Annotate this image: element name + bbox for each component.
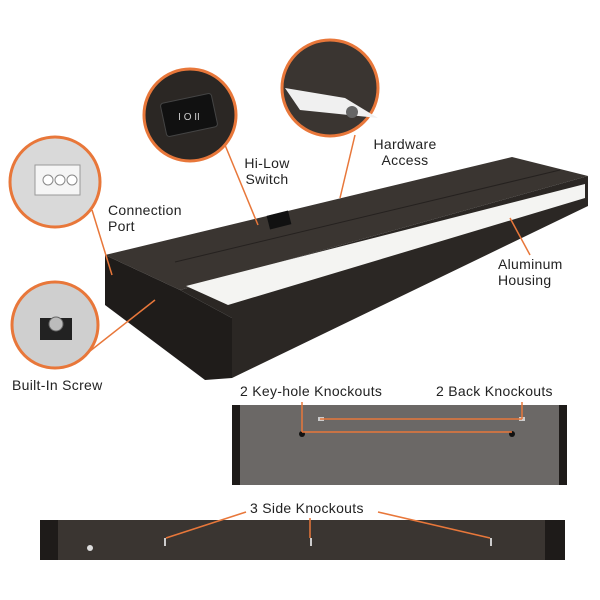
- diffuser-strip: [186, 184, 585, 305]
- label-built-in-screw: Built-In Screw: [12, 377, 103, 393]
- switch-on-fixture: [266, 210, 292, 230]
- fixture-top-face: [105, 157, 588, 290]
- leader-lines: [84, 134, 531, 356]
- hi-low-switch-detail: [142, 67, 238, 163]
- back-view-inset: [232, 402, 567, 485]
- fixture-end-cap: [105, 255, 232, 380]
- light-fixture: [105, 157, 588, 380]
- built-in-screw-detail: [10, 280, 100, 370]
- label-back-knockouts: 2 Back Knockouts: [436, 383, 553, 399]
- side-view: [40, 511, 565, 560]
- label-side-knockouts: 3 Side Knockouts: [250, 500, 364, 516]
- switch-glyph: I O II: [178, 112, 200, 123]
- label-keyhole-knockouts: 2 Key-hole Knockouts: [240, 383, 383, 399]
- hardware-access-detail: [280, 38, 380, 138]
- connection-port-detail: [8, 135, 102, 229]
- access-seam: [174, 169, 561, 263]
